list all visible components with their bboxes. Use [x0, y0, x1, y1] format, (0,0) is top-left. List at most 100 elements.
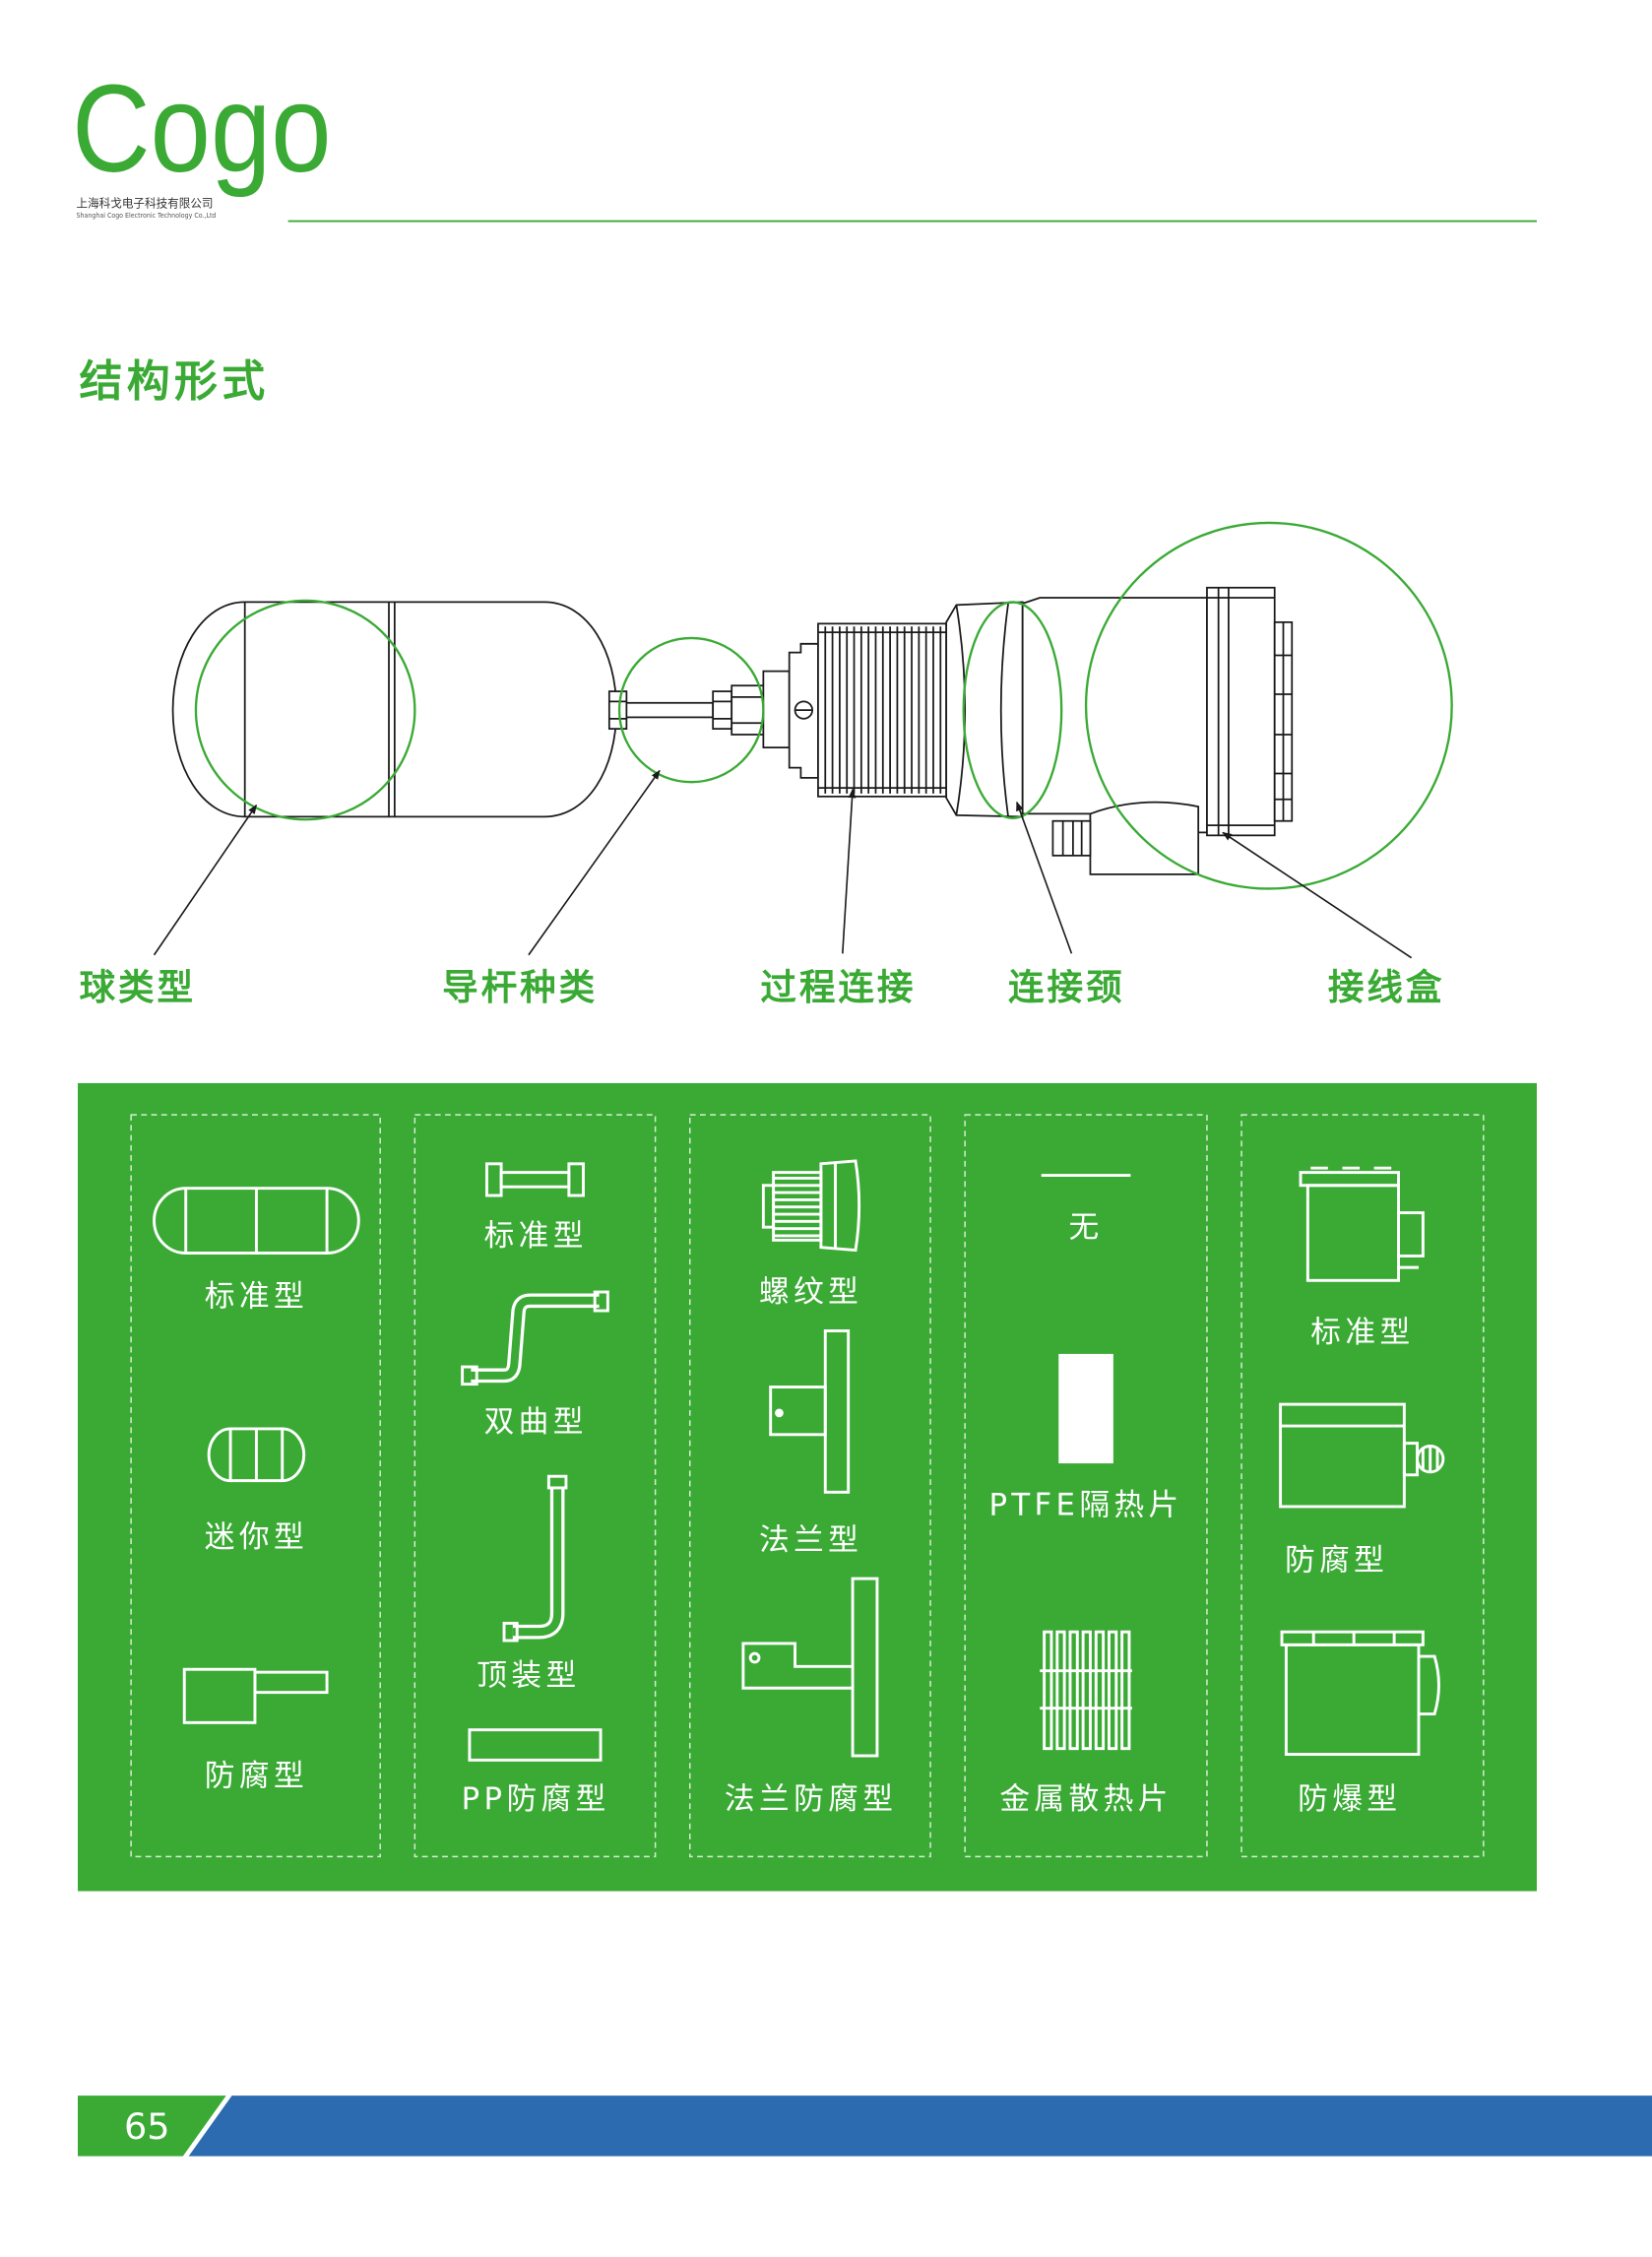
option-label: 双曲型 [484, 1404, 588, 1440]
option-label: PP防腐型 [462, 1781, 610, 1817]
option-column-float: 标准型 迷你型 防腐型 [130, 1114, 381, 1858]
heat-sink-fin [1055, 1630, 1066, 1751]
section-title: 结构形式 [79, 356, 269, 407]
box-cable-gland [1397, 1211, 1425, 1257]
thread-hatch [773, 1176, 821, 1238]
rod-end-block [593, 1290, 609, 1313]
flange-hole [748, 1651, 761, 1664]
option-column-rod: 标准型 双曲型 顶装型 PP防腐型 [413, 1114, 657, 1858]
junction-box-body [1021, 597, 1208, 834]
flange-body [741, 1642, 854, 1690]
connection-stub [762, 670, 791, 749]
junction-box-drawing [1021, 586, 1294, 875]
mini-float-lines [228, 1428, 285, 1481]
pp-anticorrosion-rod-icon [468, 1728, 603, 1762]
box-body [1284, 1643, 1421, 1756]
option-label: 螺纹型 [759, 1274, 862, 1310]
rod-nut [607, 690, 628, 730]
flange-detail [1206, 587, 1275, 836]
box-cable-gland-detail [1421, 1446, 1439, 1472]
rod-nut-detail [608, 700, 627, 720]
rod-end-block [502, 1621, 519, 1643]
anticorrosion-junction-box-icon [1279, 1402, 1445, 1509]
label-connection-neck: 连接颈 [1008, 966, 1124, 1008]
company-name-en: Shanghai Cogo Electronic Technology Co.,… [77, 212, 217, 220]
option-column-neck: 无 PTFE隔热片 金属散热片 [964, 1114, 1208, 1858]
option-label: 标准型 [1310, 1315, 1414, 1350]
thread-lines [817, 626, 947, 794]
metal-heat-sink-icon [1040, 1630, 1132, 1751]
top-mount-rod-icon [502, 1474, 568, 1643]
anticorrosion-flange-icon [741, 1577, 879, 1758]
highlight-circle-junction-box [1084, 521, 1453, 890]
option-label: 金属散热片 [999, 1781, 1172, 1817]
flange-body [769, 1386, 827, 1437]
rod-nut [712, 690, 733, 730]
option-column-frame [413, 1114, 657, 1858]
options-panel: 标准型 迷你型 防腐型 标准型 [77, 1082, 1537, 1892]
logo-wordmark: Cogo [72, 59, 331, 198]
rod-nut-detail [713, 700, 732, 720]
box-lid-screws [1311, 1632, 1396, 1645]
ptfe-insulation-spacer-icon [1058, 1353, 1113, 1464]
leader-line-junction-box [1222, 831, 1413, 959]
cable-gland [1051, 819, 1092, 857]
heat-sink-fin [1120, 1630, 1131, 1751]
neck-hex-nut [945, 601, 1024, 818]
standard-float-icon [153, 1187, 360, 1255]
rod-shaft [499, 1171, 571, 1189]
company-name-cn: 上海科戈电子科技有限公司 [77, 197, 214, 211]
neck-hex-edge [999, 603, 1009, 817]
rod-coupling [731, 684, 765, 736]
junction-box-flange [1206, 586, 1276, 837]
leader-line-float [153, 804, 258, 956]
heat-sink-fin [1094, 1630, 1106, 1751]
footer-blue-band [188, 2096, 1652, 2157]
cover-tabs [1274, 621, 1293, 821]
highlight-circle-float [194, 599, 416, 821]
heat-sink-fin [1043, 1630, 1053, 1751]
label-float-type: 球类型 [79, 966, 195, 1008]
standard-float-lines [184, 1188, 329, 1254]
cable-gland-detail [1061, 820, 1083, 856]
page-footer: 65 [77, 2096, 1652, 2157]
anticorrosion-float-stem [253, 1670, 329, 1695]
standard-junction-box-icon [1299, 1166, 1425, 1282]
label-process-connection: 过程连接 [760, 966, 916, 1008]
option-column-junction-box: 标准型 防腐型 防爆型 [1240, 1114, 1485, 1858]
box-cable-gland [1419, 1654, 1440, 1716]
connection-neck-drawing [945, 601, 1024, 818]
leader-line-neck [1016, 801, 1073, 954]
threaded-connection-icon [761, 1159, 861, 1253]
float-ball-drawing [171, 601, 618, 818]
rod-end-block [546, 1474, 568, 1490]
option-label: 法兰防腐型 [725, 1781, 897, 1817]
highlight-ellipse-neck [962, 601, 1063, 819]
option-label: 防爆型 [1298, 1781, 1401, 1817]
heat-sink-fin [1068, 1630, 1079, 1751]
neck-hex-edge [955, 605, 967, 816]
rod-shaft [625, 701, 715, 719]
option-column-process-connection: 螺纹型 法兰型 法兰防腐型 [689, 1114, 931, 1858]
option-label: 顶装型 [477, 1657, 580, 1693]
label-rod-type: 导杆种类 [442, 966, 598, 1008]
option-label: 无 [1069, 1209, 1104, 1245]
guide-rod-drawing [607, 684, 765, 736]
heat-sink-fin [1081, 1630, 1092, 1751]
highlight-circle-rod [617, 636, 765, 784]
option-column-frame [130, 1114, 381, 1858]
page-number: 65 [124, 2105, 170, 2148]
option-label: 迷你型 [205, 1519, 308, 1555]
option-label: 防腐型 [1285, 1542, 1388, 1578]
rod-end-block [461, 1365, 478, 1386]
option-label: 防腐型 [205, 1759, 308, 1794]
heat-sink-core [1040, 1669, 1132, 1710]
float-switch-diagram: 球类型 导杆种类 过程连接 连接颈 接线盒 [79, 521, 1453, 1008]
page-number-tab [77, 2096, 226, 2157]
explosion-proof-junction-box-icon [1280, 1630, 1440, 1756]
option-column-frame [964, 1114, 1208, 1858]
process-connection-drawing [762, 622, 948, 798]
mini-float-icon [207, 1427, 306, 1483]
option-label: 法兰型 [759, 1522, 862, 1558]
